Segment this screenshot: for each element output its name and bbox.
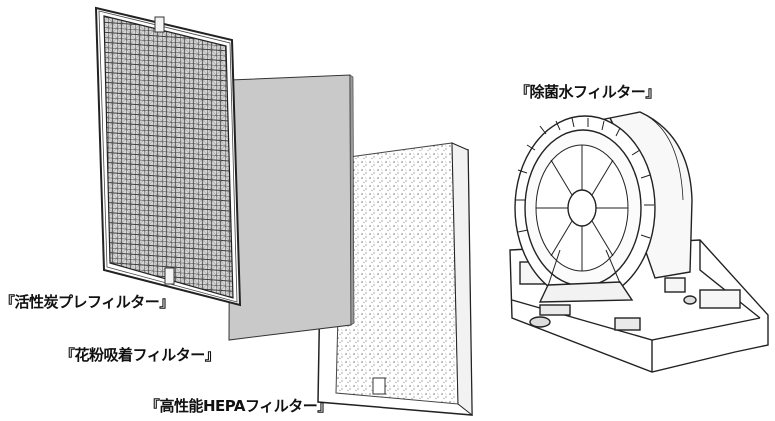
deodorizing-filter	[228, 74, 355, 341]
pre-filter	[94, 6, 242, 307]
hepa-filter-label: 『高性能HEPAフィルター』	[145, 397, 332, 415]
deodorizing-filter-label: 『花粉吸着フィルター』	[60, 346, 220, 364]
pre-filter-label: 『活性炭プレフィルター』	[0, 293, 174, 311]
water-filter-label: 『除菌水フィルター』	[515, 83, 660, 101]
water-filter	[509, 111, 769, 373]
